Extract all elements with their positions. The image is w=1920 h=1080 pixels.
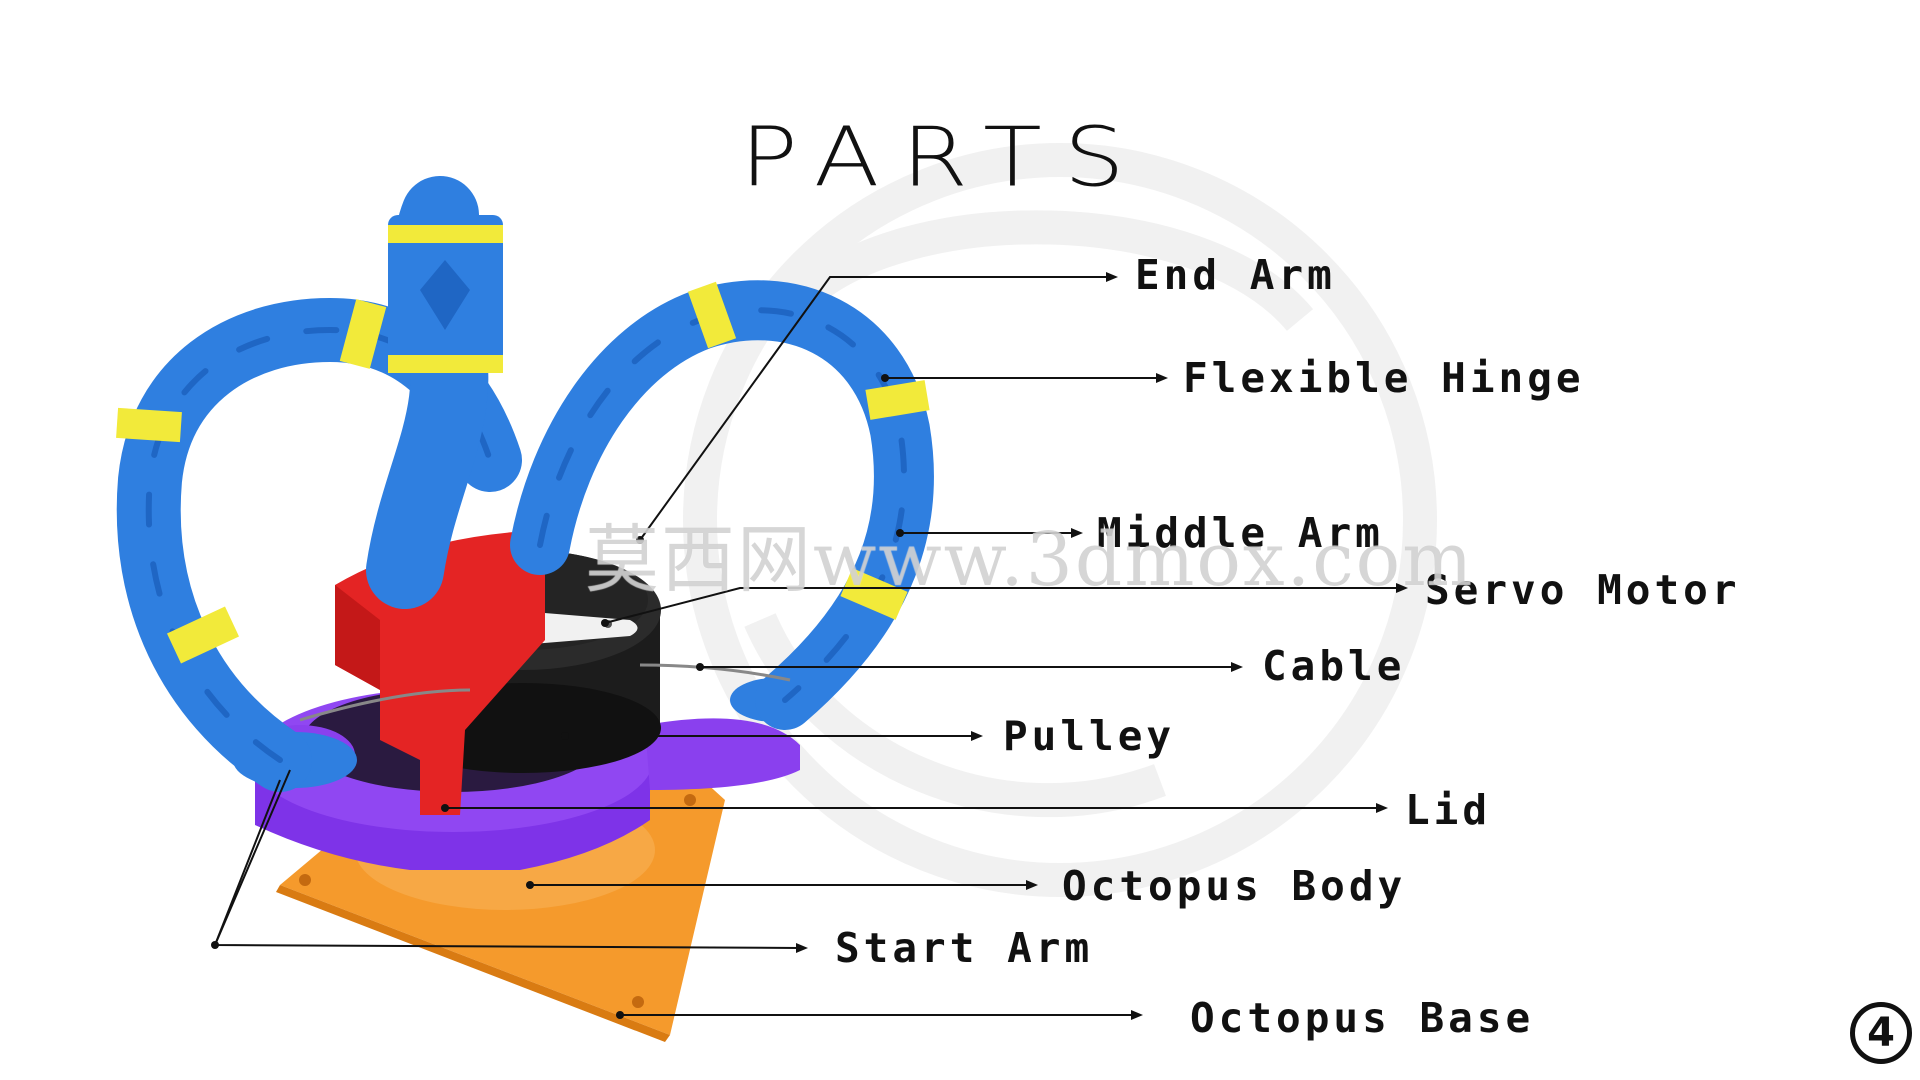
middle-arm (366, 176, 503, 609)
label-octopus-body: Octopus Body (1062, 862, 1407, 910)
label-end-arm: End Arm (1135, 251, 1336, 299)
label-middle-arm: Middle Arm (1097, 509, 1384, 557)
page-number-badge: 4 (1850, 1002, 1912, 1064)
label-pulley: Pulley (1003, 712, 1176, 760)
label-flexible-hinge: Flexible Hinge (1183, 354, 1585, 402)
leader-arrowheads (796, 272, 1408, 1020)
leader-dots (211, 374, 904, 1019)
label-servo-motor: Servo Motor (1425, 566, 1741, 614)
label-start-arm: Start Arm (835, 924, 1094, 972)
label-lid: Lid (1405, 786, 1492, 834)
label-cable: Cable (1262, 642, 1406, 690)
page-title: PARTS (740, 110, 1147, 206)
watermark-text: 莫西网www.3dmox.com (585, 517, 1475, 603)
label-octopus-base: Octopus Base (1190, 994, 1535, 1042)
cable (299, 663, 791, 722)
right-arm (510, 280, 934, 730)
